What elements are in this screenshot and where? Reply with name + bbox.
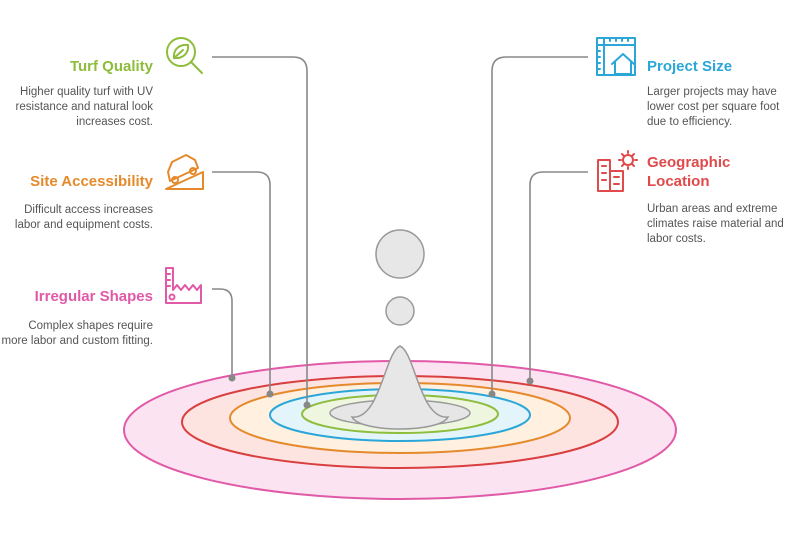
irregular-shapes-connector-dot xyxy=(228,374,236,382)
irregular-shapes-title: Irregular Shapes xyxy=(34,288,153,305)
turf-quality-title: Turf Quality xyxy=(69,58,153,75)
site-accessibility-connector-dot xyxy=(266,390,274,398)
small-droplet xyxy=(385,296,415,326)
geographic-location-connector-dot xyxy=(526,377,534,385)
turf-quality-description: Higher quality turf with UV resistance a… xyxy=(15,86,153,128)
geographic-location-connector xyxy=(529,171,588,381)
splash-column xyxy=(350,345,450,430)
project-size-title: Project Size xyxy=(647,58,733,75)
house-blueprint-icon xyxy=(596,37,636,76)
car-on-slope-icon xyxy=(165,154,204,190)
site-accessibility-connector xyxy=(212,171,271,394)
site-accessibility-description: Difficult access increases labor and equ… xyxy=(14,204,153,231)
large-droplet xyxy=(375,229,425,279)
project-size-description: Larger projects may have lower cost per … xyxy=(647,86,780,128)
geographic-location-description: Urban areas and extreme climates raise m… xyxy=(647,203,784,245)
project-size-connector-dot xyxy=(488,390,496,398)
geographic-location-title: Geographic Location xyxy=(647,154,731,190)
leaf-magnifier-icon xyxy=(166,37,203,74)
irregular-shapes-description: Complex shapes require more labor and cu… xyxy=(1,320,154,347)
irregular-shapes-connector xyxy=(212,288,233,378)
project-size-connector xyxy=(491,56,588,394)
city-sun-icon xyxy=(597,150,638,192)
turf-quality-connector-dot xyxy=(303,401,311,409)
site-accessibility-title: Site Accessibility xyxy=(30,173,153,190)
zigzag-ruler-icon xyxy=(165,267,202,304)
turf-quality-connector xyxy=(212,56,308,405)
